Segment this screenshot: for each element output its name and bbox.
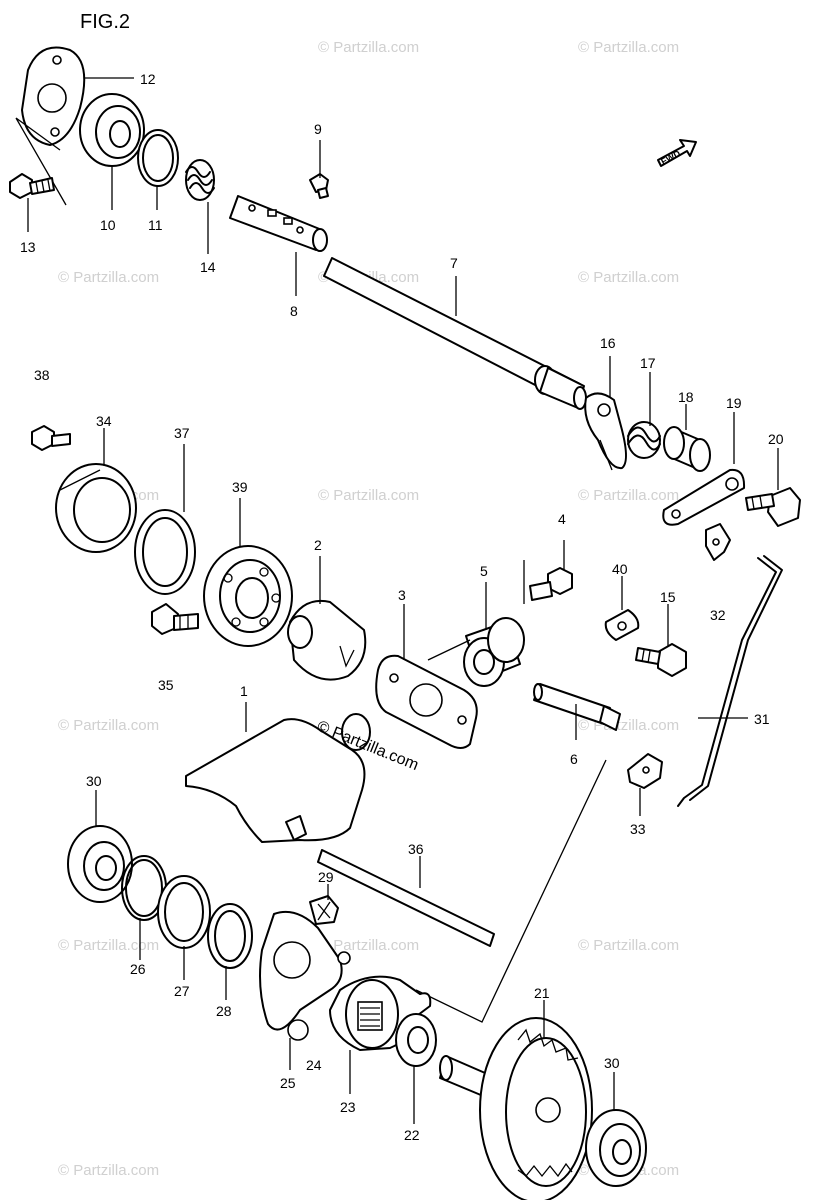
part-35-bolt [151,603,199,635]
part-clip-32a [705,523,731,561]
part-label: 15 [660,589,676,605]
watermark-text: © Partzilla.com [58,717,159,734]
part-labels: 12 10 11 13 14 9 8 7 16 17 18 19 20 38 3… [20,71,784,1143]
part-label: 33 [630,821,646,837]
part-label: 25 [280,1075,296,1091]
part-18-collar [663,426,711,472]
part-label: 32 [710,607,726,623]
part-17-spring [627,421,661,459]
part-10-oil-seal [79,93,145,167]
part-40-washer [604,609,640,641]
part-label: 8 [290,303,298,319]
part-label: 10 [100,217,116,233]
part-label: 35 [158,677,174,693]
part-11-o-ring [137,129,179,187]
part-label: 3 [398,587,406,603]
part-label: 24 [306,1057,322,1073]
part-37-ring [134,509,196,595]
part-34-oil-seal [55,463,137,553]
watermark-text: © Partzilla.com [578,937,679,954]
part-13-bolt [9,173,55,199]
part-3-gasket-plate [375,654,478,749]
part-label: 17 [640,355,656,371]
part-36-rod [317,849,495,947]
part-label: 22 [404,1127,420,1143]
part-label: 5 [480,563,488,579]
part-20-bolt [745,487,801,527]
part-label: 13 [20,239,36,255]
part-label: 12 [140,71,156,87]
watermark-text: © Partzilla.com [58,1162,159,1179]
part-4-bolt [529,567,573,601]
part-label: 37 [174,425,190,441]
part-label: 6 [570,751,578,767]
part-label: 14 [200,259,216,275]
part-label: 23 [340,1099,356,1115]
part-label: 7 [450,255,458,271]
part-7-shaft [323,257,587,410]
part-29-screw [309,895,339,925]
part-label: 2 [314,537,322,553]
part-27-ring [157,875,211,949]
watermark-text: © Partzilla.com [578,39,679,56]
part-38-bolt [31,425,71,451]
part-6-pin [533,683,621,731]
part-25-plate [259,910,351,1041]
leader-lines [27,77,779,1124]
part-label: 20 [768,431,784,447]
watermark-text: © Partzilla.com [58,269,159,286]
figure-title: FIG.2 [80,11,130,33]
watermark-text: © Partzilla.com [58,937,159,954]
part-2-cam [287,600,367,681]
part-5-collar [463,617,525,687]
part-1-cover [185,713,371,843]
watermark-text: © Partzilla.com [318,937,419,954]
part-label: 39 [232,479,248,495]
part-30-bearing-right [585,1109,647,1187]
part-label: 30 [86,773,102,789]
part-label: 1 [240,683,248,699]
part-28-ring [207,903,253,969]
part-39-bearing [203,545,293,647]
part-label: 30 [604,1055,620,1071]
part-label: 16 [600,335,616,351]
part-33-clip [627,753,663,789]
part-label: 34 [96,413,112,429]
part-label: 19 [726,395,742,411]
watermark-text: © Partzilla.com [318,39,419,56]
part-12-gasket [15,46,86,206]
leader-32 [415,759,607,1023]
part-label: 4 [558,511,566,527]
part-label: 18 [678,389,694,405]
part-9-screw [309,173,329,199]
part-30-bearing-left [67,825,133,903]
part-16-arm [584,392,627,471]
part-31-rod [677,555,783,807]
watermark-text: © Partzilla.com [578,269,679,286]
part-label: 27 [174,983,190,999]
watermark-text: © Partzilla.com [318,487,419,504]
part-label: 26 [130,961,146,977]
part-label: 31 [754,711,770,727]
part-label: 11 [148,217,163,233]
part-19-plate [662,468,746,526]
part-label: 9 [314,121,322,137]
part-21-kick-gear [439,1017,593,1200]
part-22-washer [395,1013,437,1067]
part-label: 36 [408,841,424,857]
part-14-spring [185,159,215,201]
part-label: 21 [534,985,550,1001]
watermark-text: © Partzilla.com [578,487,679,504]
part-15-bolt [635,643,687,677]
part-label: 28 [216,1003,232,1019]
part-8-sleeve-shaft [229,195,328,252]
part-label: 29 [318,869,334,885]
fwd-arrow: FWD [657,139,697,167]
part-label: 38 [34,367,50,383]
part-label: 40 [612,561,628,577]
